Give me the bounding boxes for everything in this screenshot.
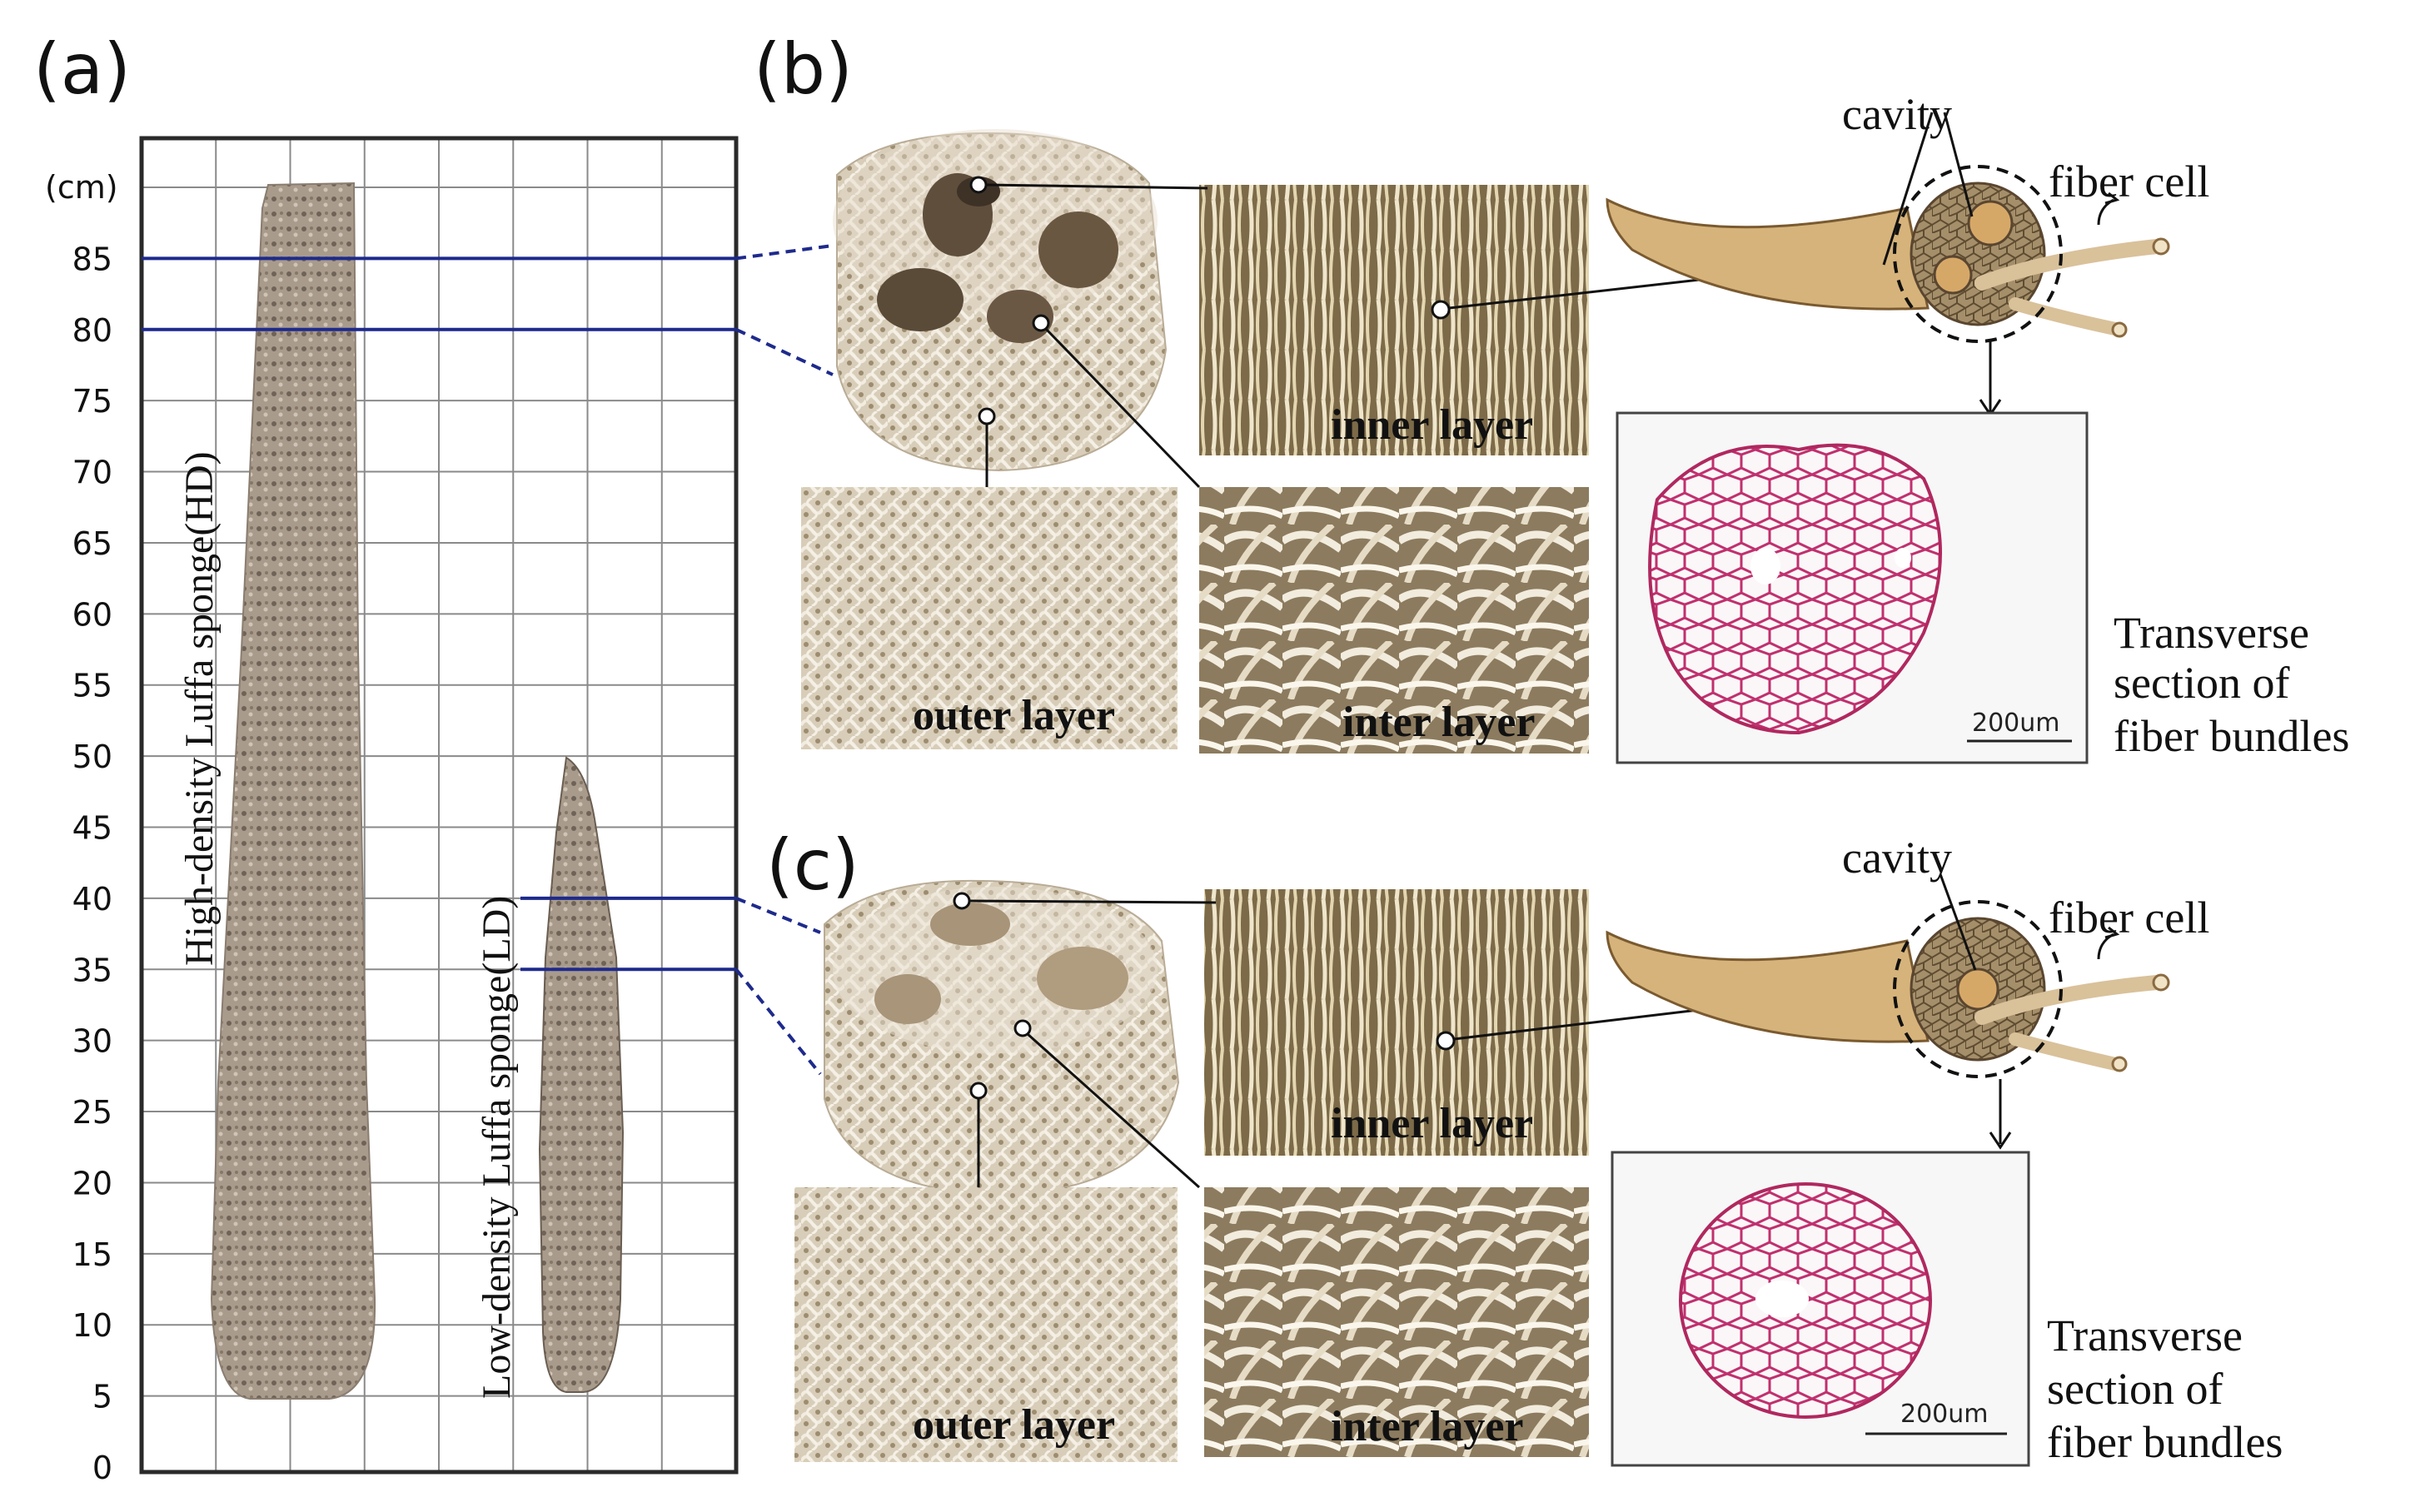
tick-label: 45	[72, 810, 112, 847]
c-inter-layer-image	[1204, 1187, 1589, 1457]
c-inter-layer-label: inter layer	[1331, 1403, 1524, 1450]
c-connector-lines	[953, 892, 1813, 1189]
tick-label: 35	[72, 952, 112, 988]
hd-section-connector-lower	[735, 327, 834, 376]
c-cavity-label: cavity	[1842, 833, 1952, 883]
c-inner-layer-label: inner layer	[1331, 1100, 1533, 1147]
ld-section-connector-lower	[734, 968, 822, 1076]
c-fiber-cell-label: fiber cell	[2049, 893, 2209, 943]
tick-label: 15	[72, 1236, 112, 1273]
b-caption-line-3: fiber bundles	[2114, 711, 2349, 761]
ld-vertical-label: Low-density Luffa sponge(LD)	[475, 896, 519, 1399]
c-outer-layer-label: outer layer	[913, 1401, 1115, 1449]
b-scale-text: 200um	[1972, 709, 2060, 738]
tick-label: 20	[72, 1165, 112, 1201]
tick-label: 0	[92, 1450, 112, 1486]
tick-label: 30	[72, 1023, 112, 1060]
b-inter-layer-image	[1199, 487, 1589, 754]
panel-label-b: (b)	[754, 28, 853, 110]
grid-frame	[139, 136, 739, 1475]
b-inter-layer-label: inter layer	[1342, 699, 1536, 746]
tick-label: 70	[72, 455, 112, 491]
c-fiber-bundle-illustration	[1606, 873, 2170, 1150]
tick-label: 75	[72, 383, 112, 420]
ld-cross-section-image	[824, 879, 1180, 1196]
panel-label-a: (a)	[33, 28, 131, 110]
section-marker-lines	[142, 244, 834, 1076]
hd-section-connector-upper	[735, 244, 834, 261]
tick-label: 40	[72, 881, 112, 918]
tick-label: 5	[92, 1379, 112, 1415]
b-cavity-label: cavity	[1842, 89, 1952, 139]
tick-label: 85	[72, 241, 112, 277]
b-caption-line-1: Transverse	[2114, 608, 2309, 658]
tick-label: 60	[72, 596, 112, 633]
c-caption-line-3: fiber bundles	[2047, 1417, 2283, 1467]
b-outer-layer-label: outer layer	[913, 692, 1115, 739]
c-scale-text: 200um	[1900, 1400, 1989, 1429]
ld-sponge-image	[538, 756, 625, 1393]
b-fiber-cell-label: fiber cell	[2049, 157, 2209, 206]
hd-sponge-image	[210, 182, 376, 1400]
c-caption-line-1: Transverse	[2047, 1311, 2243, 1360]
c-transverse-micrograph	[1611, 1151, 2030, 1467]
b-caption-line-2: section of	[2114, 658, 2289, 708]
b-outer-layer-image	[801, 487, 1178, 749]
tick-label: 65	[72, 525, 112, 562]
c-inner-layer-image	[1204, 889, 1589, 1156]
tick-label: 25	[72, 1094, 112, 1131]
panel-label-c: (c)	[766, 824, 859, 906]
b-inner-layer-label: inner layer	[1331, 401, 1533, 449]
b-fiber-bundle-illustration	[1606, 112, 2170, 417]
axis-unit: (cm)	[45, 169, 118, 206]
tick-label: 80	[72, 312, 112, 349]
tick-label: 55	[72, 668, 112, 704]
b-transverse-micrograph	[1616, 411, 2089, 764]
c-caption-line-2: section of	[2047, 1364, 2223, 1414]
ld-section-connector-upper	[735, 897, 821, 934]
hd-vertical-label: High-density Luffa sponge(HD)	[177, 451, 222, 966]
c-outer-layer-image	[794, 1187, 1178, 1462]
cm-axis-ticks: 0 5 10 15 20 25 30 35 40 45 50 55 60 65 70 75 80 85	[72, 241, 112, 1486]
b-inner-layer-image	[1199, 185, 1589, 455]
tick-label: 10	[72, 1307, 112, 1344]
tick-label: 50	[72, 739, 112, 775]
hd-cross-section-image	[833, 129, 1168, 472]
b-connector-lines	[969, 176, 1813, 489]
